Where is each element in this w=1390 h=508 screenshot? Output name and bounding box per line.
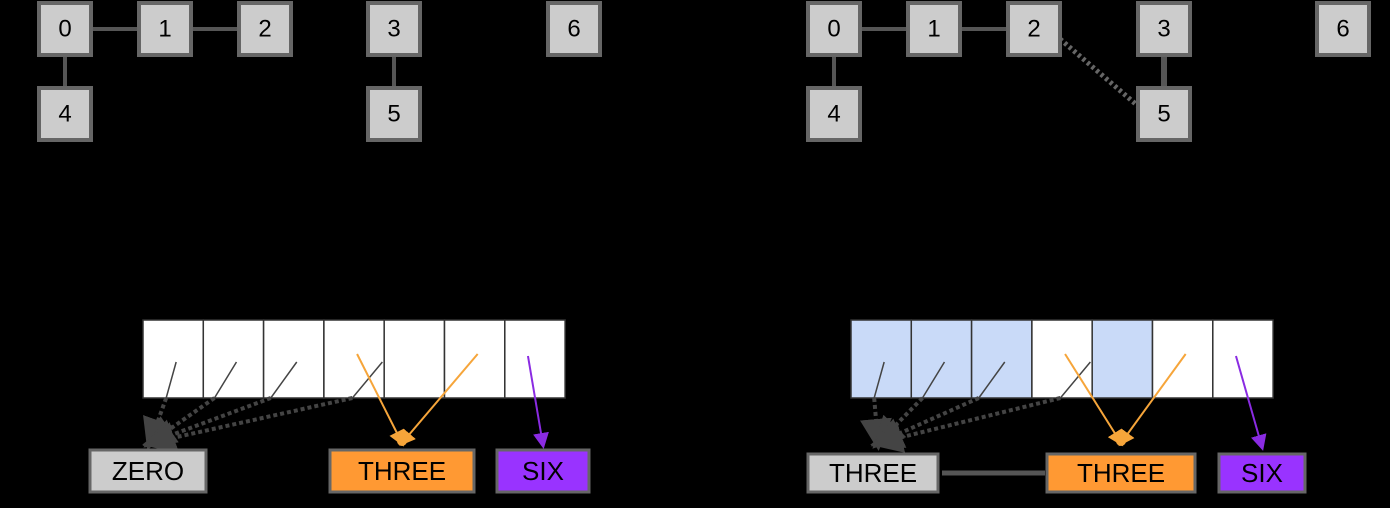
node-box: [546, 1, 602, 57]
node-box: [806, 86, 862, 142]
graph-node-2: 2: [1006, 1, 1062, 57]
graph-node-3: 3: [1136, 1, 1192, 57]
node-box: [806, 1, 862, 57]
label-text: THREE: [829, 458, 917, 488]
node-box: [37, 86, 93, 142]
graph-node-0: 0: [806, 1, 862, 57]
node-label: 4: [58, 101, 71, 128]
pointer-arrow-4: [870, 396, 1061, 453]
node-box: [1006, 1, 1062, 57]
node-label: 1: [927, 16, 940, 43]
array-cell-0: [142, 319, 205, 399]
node-label: 1: [158, 16, 171, 43]
node-label: 6: [567, 16, 580, 43]
label-rect: [1045, 452, 1197, 494]
orange-root-dot: [1116, 436, 1126, 446]
node-label: 3: [1157, 16, 1170, 43]
pointer-line-0: [165, 361, 177, 399]
pointer-purple-6: [526, 355, 549, 449]
graph-node-5: 5: [366, 86, 422, 142]
array-cell-2: [262, 319, 325, 399]
node-box: [1315, 1, 1371, 57]
label-text: THREE: [358, 456, 446, 486]
graph-node-0: 0: [37, 1, 93, 57]
label-box-0: ZERO: [88, 448, 208, 494]
pointer-line-4: [351, 361, 383, 399]
node-label: 2: [258, 16, 271, 43]
graph-node-6: 6: [1315, 1, 1371, 57]
pointer-orange-5: [399, 353, 479, 447]
graph-node-6: 6: [546, 1, 602, 57]
array-cell-1: [202, 319, 265, 399]
label-box-1: THREE: [328, 448, 476, 494]
pointer-line-2: [270, 361, 298, 399]
node-label: 0: [58, 16, 71, 43]
graph-node-3: 3: [366, 1, 422, 57]
node-box: [1136, 86, 1192, 142]
label-box-0: THREE: [806, 452, 940, 494]
node-label: 2: [1027, 16, 1040, 43]
graph-node-4: 4: [37, 86, 93, 142]
node-box: [366, 1, 422, 57]
label-text: ZERO: [112, 456, 184, 486]
array-cell-1: [910, 319, 973, 399]
label-rect: [1217, 452, 1307, 494]
label-rect: [328, 448, 476, 494]
graph-node-5: 5: [1136, 86, 1192, 142]
label-box-2: SIX: [495, 448, 591, 494]
node-label: 3: [387, 16, 400, 43]
label-box-1: THREE: [1045, 452, 1197, 494]
label-rect: [495, 448, 591, 494]
label-box-2: SIX: [1217, 452, 1307, 494]
array-cell-0: [850, 319, 913, 399]
array-cell-2: [970, 319, 1033, 399]
pointer-line-1: [213, 361, 238, 399]
node-label: 5: [1157, 101, 1170, 128]
node-box: [1136, 1, 1192, 57]
pointer-arrow-2: [142, 396, 272, 450]
pointer-line-2: [978, 361, 1006, 399]
pointer-orange-3: [1064, 353, 1124, 447]
array-cell-3: [1031, 319, 1093, 399]
node-box: [37, 1, 93, 57]
array-cell-4: [383, 319, 446, 399]
array-cell-3: [323, 319, 385, 399]
node-label: 4: [827, 101, 840, 128]
pointer-arrow-0: [860, 397, 892, 451]
node-box: [137, 1, 193, 57]
pointer-line-4: [1059, 361, 1091, 399]
graph-node-1: 1: [906, 1, 962, 57]
node-label: 0: [827, 16, 840, 43]
graph-node-4: 4: [806, 86, 862, 142]
array-cell-6: [504, 319, 566, 399]
node-box: [366, 86, 422, 142]
label-rect: [806, 452, 940, 494]
label-rect: [88, 448, 208, 494]
graph-node-1: 1: [137, 1, 193, 57]
node-label: 6: [1336, 16, 1349, 43]
pointer-purple-6: [1235, 355, 1267, 451]
pointer-arrow-4: [142, 396, 353, 454]
label-text: SIX: [1241, 458, 1283, 488]
node-box: [237, 1, 293, 57]
pointer-line-1: [921, 361, 946, 399]
orange-root-dot: [397, 436, 407, 446]
pointer-orange-5: [1118, 353, 1187, 447]
node-box: [906, 1, 962, 57]
pointer-orange-3: [356, 353, 404, 447]
graph-node-2: 2: [237, 1, 293, 57]
array-cell-6: [1212, 319, 1274, 399]
label-text: THREE: [1077, 458, 1165, 488]
label-text: SIX: [522, 456, 564, 486]
graph-edge-new-2-5: [1058, 37, 1140, 108]
array-cell-4: [1091, 319, 1154, 399]
pointer-line-0: [873, 361, 885, 399]
node-label: 5: [387, 101, 400, 128]
